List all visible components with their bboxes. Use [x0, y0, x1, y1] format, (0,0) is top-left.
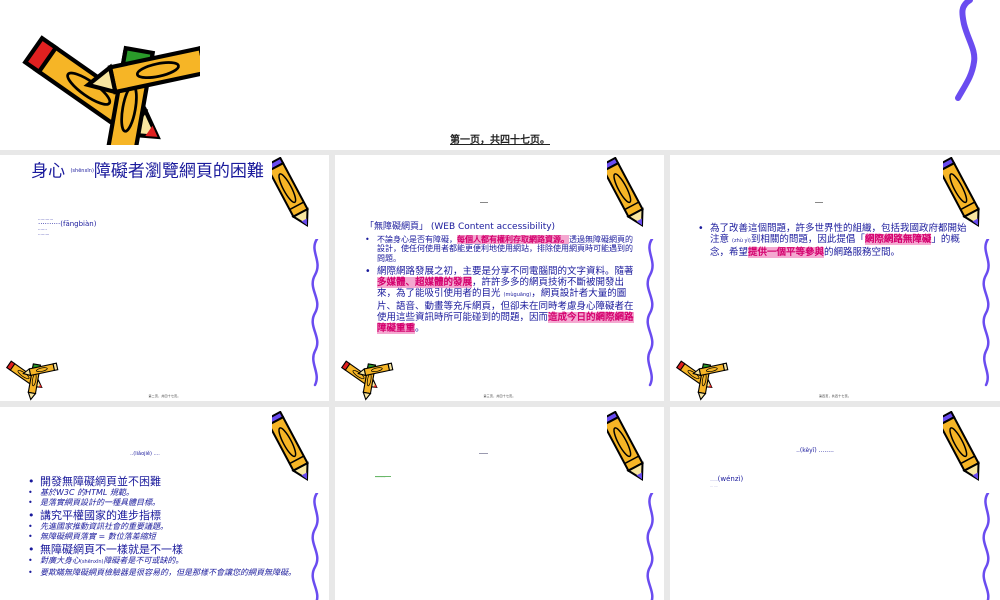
squiggle-line-icon	[646, 239, 654, 387]
page-1-preview[interactable]: 第一页，共四十七页。	[0, 0, 1000, 150]
slide-title: 身心 (shēnxīn)障礙者瀏覽網頁的困難	[31, 161, 264, 182]
bullet-main: 無障礙網頁不一樣就是不一樣	[28, 543, 303, 556]
pencil-icon	[272, 411, 316, 485]
slide-5-thumbnail[interactable]: ..(liǎojiě) .... 開發無障礙網頁並不困難 基於W3C 的HTML…	[0, 407, 329, 600]
squiggle-line-icon	[311, 493, 319, 600]
bullet-item: 網際網路發展之初，主要是分享不同電腦間的文字資料。隨著多媒體、超媒體的發展，許許…	[365, 266, 635, 334]
pencil-icon	[272, 157, 316, 231]
heading-placeholder	[480, 202, 488, 203]
slide-heading: ..(liǎojiě) ....	[130, 451, 160, 457]
bullet-sub: 基於W3C 的HTML 規範。	[28, 488, 303, 498]
tiny-content: ........(wénzì) ··· ····	[710, 475, 744, 488]
bullet-sub: 要欺瞞無障礙網頁檢驗器是很容易的，但是那樣不會讓您的網頁無障礙。	[28, 568, 303, 578]
squiggle-line-icon	[955, 0, 978, 101]
pencil-icon	[943, 411, 987, 485]
slide-footer: 第二页，共四十七页。	[148, 394, 181, 398]
bullet-main: 開發無障礙網頁並不困難	[28, 475, 303, 488]
squiggle-line-icon	[311, 239, 319, 387]
squiggle-line-icon	[982, 493, 990, 600]
page-footer: 第一页，共四十七页。	[450, 135, 550, 146]
squiggle-line-icon	[982, 239, 990, 387]
slide-2-thumbnail[interactable]: 身心 (shēnxīn)障礙者瀏覽網頁的困難 ············ ····…	[0, 155, 329, 401]
slide-6-thumbnail[interactable]: ···········	[335, 407, 664, 600]
bullet-sub: 先進國家推動資訊社會的重要議題。	[28, 522, 303, 532]
slide-footer: 第四页，共四十七页。	[818, 394, 851, 398]
bullet-sub: 是落實網頁設計的一種具體目標。	[28, 498, 303, 508]
slide-footer: 第三页，共四十七页。	[483, 394, 516, 398]
bullet-item: 不論身心是否有障礙，每個人都有權利存取網路資源。透過無障礙網頁的設計，使任何使用…	[365, 234, 635, 264]
heading-placeholder	[815, 202, 823, 203]
slide-body: 為了改善這個問題，許多世界性的組織，包括我國政府都開始注意 (zhù yì)到相…	[698, 223, 968, 258]
slide-4-thumbnail[interactable]: 為了改善這個問題，許多世界性的組織，包括我國政府都開始注意 (zhù yì)到相…	[670, 155, 1000, 401]
tiny-content: ············ ··········(fāngbiàn) ······…	[38, 217, 97, 237]
pencil-icon	[607, 411, 651, 485]
tiny-content: ···········	[375, 475, 391, 479]
heading-placeholder	[479, 453, 488, 454]
bullet-item: 為了改善這個問題，許多世界性的組織，包括我國政府都開始注意 (zhù yì)到相…	[698, 223, 968, 258]
bullet-sub: 無障礙網頁落實 = 數位落差縮短	[28, 532, 303, 542]
bullet-main: 講究平權國家的進步指標	[28, 509, 303, 522]
slide-heading: ..(kèyī) ........	[796, 447, 834, 454]
pencil-icon	[943, 157, 987, 231]
slide-7-thumbnail[interactable]: ..(kèyī) ........ ........(wénzì) ··· ··…	[670, 407, 1000, 600]
slide-body: 開發無障礙網頁並不困難 基於W3C 的HTML 規範。 是落實網頁設計的一種具體…	[28, 475, 303, 577]
slide-body: 「無障礙網頁」 (WEB Content accessibility) 不論身心…	[365, 222, 635, 334]
pencil-icon	[607, 157, 651, 231]
squiggle-line-icon	[646, 493, 654, 600]
slide-3-thumbnail[interactable]: 「無障礙網頁」 (WEB Content accessibility) 不論身心…	[335, 155, 664, 401]
crossed-pencils-icon	[0, 5, 200, 145]
bullet-sub: 對廣大身心(shēnxīn)障礙者是不可或缺的。	[28, 556, 303, 568]
